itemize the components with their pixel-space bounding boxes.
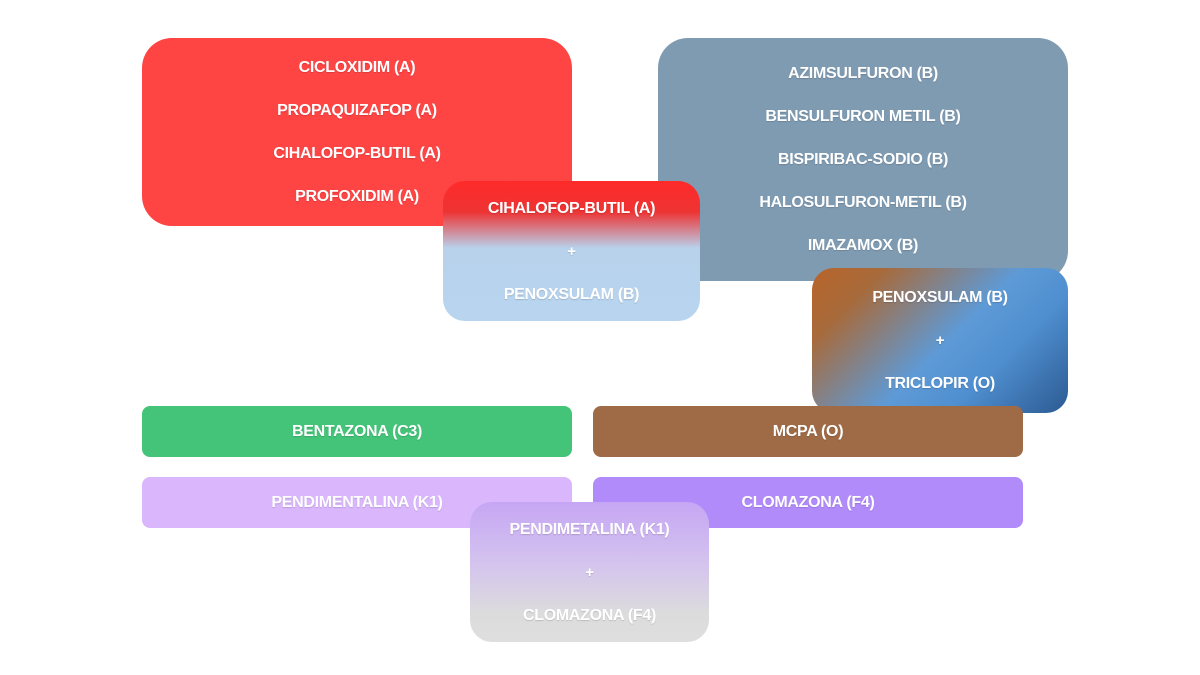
group-a-item: PROFOXIDIM (A) — [295, 188, 419, 205]
herbicide-group-a-box: CICLOXIDIM (A) PROPAQUIZAFOP (A) CIHALOF… — [142, 38, 572, 226]
group-a-item: PROPAQUIZAFOP (A) — [277, 102, 437, 119]
group-b-item: AZIMSULFURON (B) — [788, 65, 938, 82]
mixture-a-b-first: CIHALOFOP-BUTIL (A) — [487, 199, 656, 217]
mixture-k1-f4-box: PENDIMETALINA (K1) + CLOMAZONA (F4) — [470, 502, 709, 642]
group-b-item: BISPIRIBAC-SODIO (B) — [777, 151, 948, 168]
group-b-item: BENSULFURON METIL (B) — [765, 108, 961, 125]
mixture-b-o-plus: + — [935, 332, 945, 349]
group-k1-label: PENDIMENTALINA (K1) — [271, 494, 443, 511]
group-a-item: CICLOXIDIM (A) — [298, 59, 416, 76]
mixture-k1-f4-second: CLOMAZONA (F4) — [523, 606, 656, 624]
mixture-b-o-first: PENOXSULAM (B) — [872, 289, 1008, 306]
mixture-a-b-box: CIHALOFOP-BUTIL (A) + PENOXSULAM (B) — [443, 181, 700, 321]
mixture-b-o-second: TRICLOPIR (O) — [885, 375, 995, 392]
group-o-label: MCPA (O) — [772, 423, 844, 440]
group-b-item: HALOSULFURON-METIL (B) — [759, 194, 967, 211]
group-b-item: IMAZAMOX (B) — [807, 237, 919, 254]
mixture-k1-f4-first: PENDIMETALINA (K1) — [509, 520, 670, 538]
mixture-a-b-plus: + — [567, 242, 576, 260]
group-c3-label: BENTAZONA (C3) — [291, 423, 422, 440]
group-a-item: CIHALOFOP-BUTIL (A) — [273, 145, 441, 162]
mixture-b-o-box: PENOXSULAM (B) + TRICLOPIR (O) — [812, 268, 1068, 413]
mixture-k1-f4-plus: + — [585, 563, 594, 581]
herbicide-group-c3-box: BENTAZONA (C3) — [142, 406, 572, 457]
mixture-a-b-second: PENOXSULAM (B) — [503, 285, 640, 303]
group-f4-label: CLOMAZONA (F4) — [741, 494, 875, 511]
herbicide-group-o-box: MCPA (O) — [593, 406, 1023, 457]
herbicide-group-b-box: AZIMSULFURON (B) BENSULFURON METIL (B) B… — [658, 38, 1068, 281]
